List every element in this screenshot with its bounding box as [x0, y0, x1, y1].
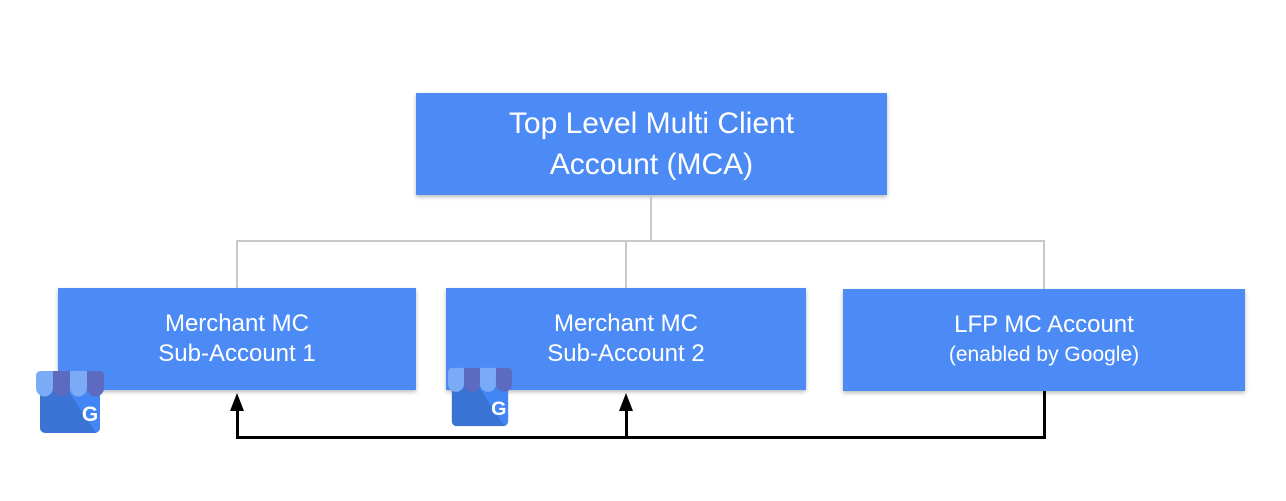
flow-line-to-sub2 — [625, 408, 628, 439]
storefront-body — [451, 377, 509, 427]
arrowhead-up-icon — [230, 393, 244, 411]
tree-connector-drop-sub1 — [236, 240, 238, 288]
awning-stripe — [70, 371, 87, 397]
arrowhead-up-icon — [619, 393, 633, 411]
tree-connector-drop-lfp — [1043, 240, 1045, 289]
tree-connector-vertical-top — [650, 195, 652, 241]
awning-stripe — [36, 371, 53, 397]
node-lfp-mc-account: LFP MC Account (enabled by Google) — [843, 289, 1245, 391]
awning-stripe — [53, 371, 70, 397]
awning-stripe — [464, 367, 480, 392]
node-label-line: (enabled by Google) — [948, 343, 1140, 366]
awning-stripe — [495, 367, 512, 392]
node-label-line: Sub-Account 2 — [547, 340, 705, 367]
awning-stripe — [448, 367, 465, 392]
flow-line-horizontal — [236, 436, 1046, 439]
google-my-business-icon: G — [446, 366, 514, 428]
google-my-business-icon: G — [34, 369, 106, 435]
node-label-line: Account (MCA) — [549, 148, 754, 181]
node-label-line: Top Level Multi Client — [508, 107, 795, 140]
tree-connector-drop-sub2 — [625, 240, 627, 288]
node-merchant-sub-account-1: Merchant MC Sub-Account 1 — [58, 288, 416, 390]
node-label-line: Merchant MC — [164, 310, 310, 337]
node-label-line: LFP MC Account — [954, 311, 1134, 338]
node-label-line: Sub-Account 1 — [158, 340, 316, 367]
google-g-letter: G — [82, 403, 98, 426]
storefront-body — [40, 381, 100, 433]
node-label-line: Merchant MC — [553, 310, 699, 337]
awning-stripe — [87, 371, 104, 397]
google-g-letter: G — [491, 398, 506, 420]
awning-stripe — [480, 367, 496, 392]
flow-line-from-lfp — [1043, 391, 1046, 439]
tree-connector-horizontal — [236, 240, 1045, 242]
storefront-fold-shadow — [451, 377, 505, 427]
flow-line-to-sub1 — [236, 408, 239, 439]
storefront-fold-shadow — [40, 381, 96, 433]
node-top-level-mca: Top Level Multi Client Account (MCA) — [416, 93, 887, 195]
